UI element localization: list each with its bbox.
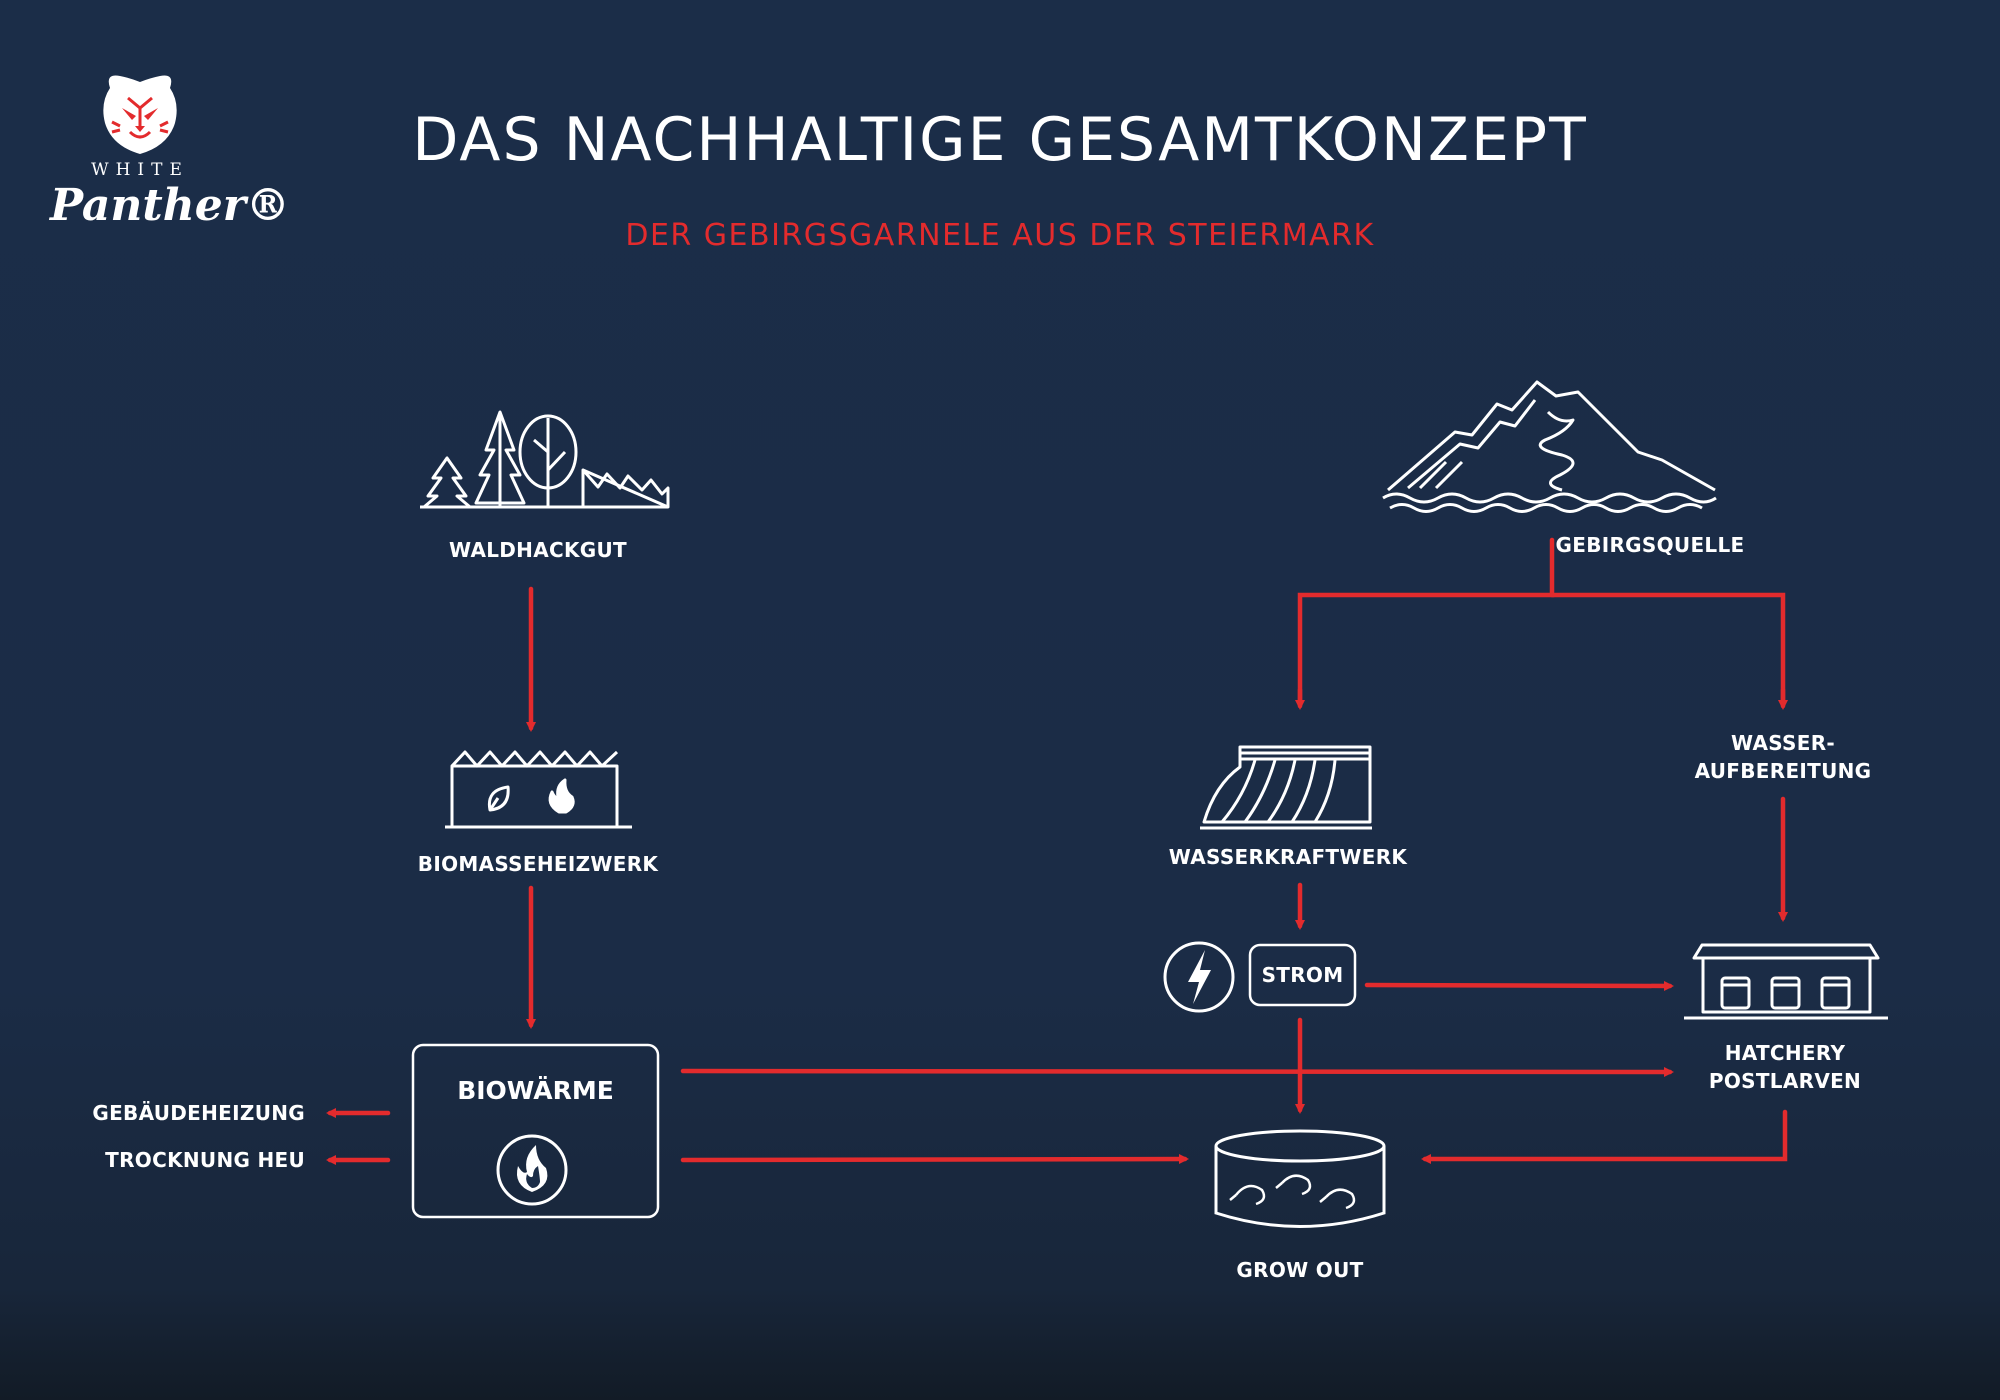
label-grow-out: GROW OUT: [1236, 1258, 1364, 1282]
flame-badge-icon: [496, 1134, 568, 1206]
arrow-hatchery-to-growout: [1421, 1109, 1788, 1164]
panther-head-icon: [103, 75, 177, 154]
label-hatchery-1: HATCHERY: [1724, 1041, 1846, 1065]
label-wasseraufbereitung-1: WASSER-: [1730, 731, 1835, 755]
mountain-spring-icon: [1382, 380, 1717, 513]
shrimp-tank-icon: [1214, 1129, 1386, 1228]
leaf-icon: [487, 785, 510, 812]
label-wasseraufbereitung-2: AUFBEREITUNG: [1694, 759, 1872, 783]
label-waldhackgut: WALDHACKGUT: [449, 538, 627, 562]
arrow-biowaerme-to-growout: [680, 1154, 1189, 1165]
logo-top-text: WHITE: [91, 160, 189, 180]
label-hatchery-2: POSTLARVEN: [1708, 1069, 1862, 1093]
arrow-biowaerme-to-hatchery: [680, 1066, 1674, 1077]
label-gebirgsquelle: GEBIRGSQUELLE: [1555, 533, 1745, 557]
flow-arrows: [326, 537, 1788, 1165]
page-title: DAS NACHHALTIGE GESAMTKONZEPT: [412, 105, 1588, 175]
label-biowaerme: BIOWÄRME: [457, 1076, 614, 1105]
lightning-icon: [1163, 941, 1235, 1013]
label-biomasseheizwerk: BIOMASSEHEIZWERK: [417, 852, 659, 876]
label-gebaeudeheizung: GEBÄUDEHEIZUNG: [92, 1101, 305, 1125]
flame-icon: [548, 778, 575, 814]
forest-icon: [420, 410, 670, 509]
page-subtitle: DER GEBIRGSGARNELE AUS DER STEIERMARK: [625, 218, 1375, 253]
biowaerme-box: [411, 1043, 660, 1219]
hatchery-building-icon: [1684, 943, 1888, 1020]
hydro-dam-icon: [1200, 745, 1372, 830]
label-wasserkraftwerk: WASSERKRAFTWERK: [1168, 845, 1408, 869]
label-strom: STROM: [1261, 963, 1344, 987]
label-trocknung-heu: TROCKNUNG HEU: [105, 1148, 305, 1172]
biomass-plant-icon: [445, 750, 632, 829]
arrow-strom-to-hatchery: [1364, 980, 1674, 991]
arrow-quelle-split: [1297, 537, 1555, 703]
strom-box: [1248, 943, 1357, 1007]
